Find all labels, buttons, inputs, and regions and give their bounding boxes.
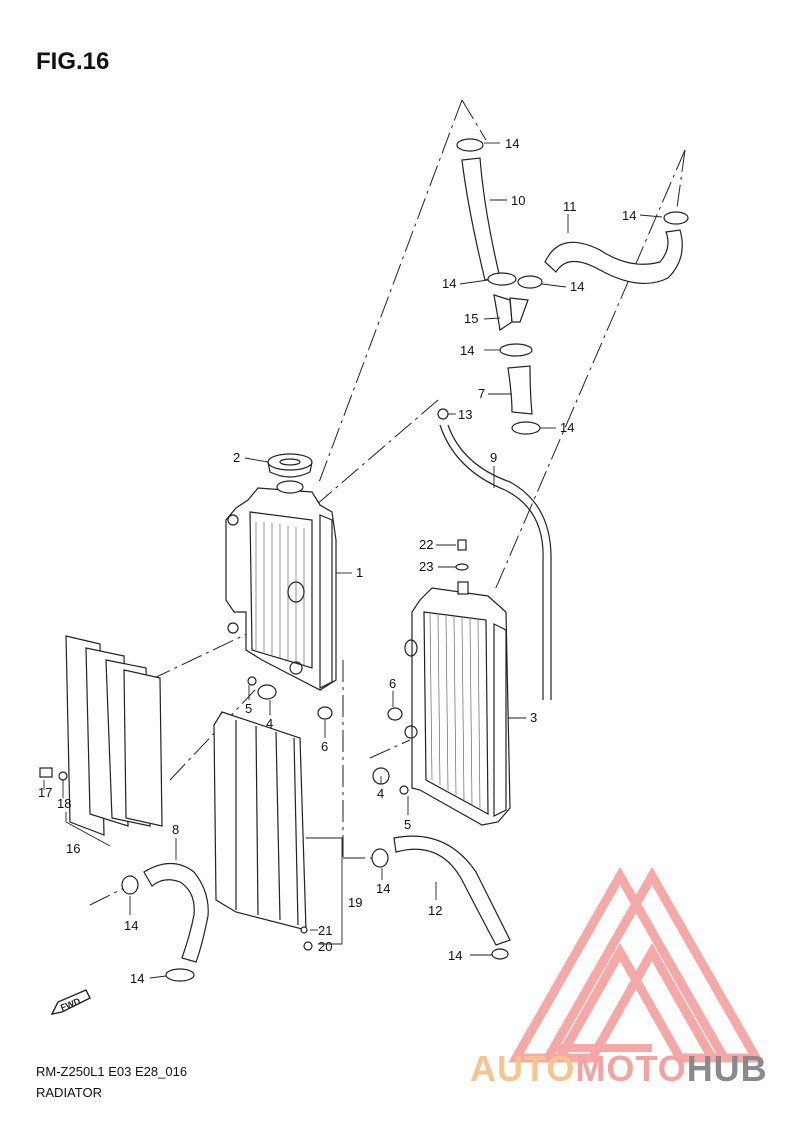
watermark-part-1: AUTO: [470, 1048, 576, 1089]
callout-14: 14: [376, 881, 390, 896]
callout-5: 5: [404, 817, 411, 832]
callout-11: 11: [563, 199, 577, 214]
footer-code: RM-Z250L1 E03 E28_016: [36, 1064, 188, 1079]
callout-2: 2: [233, 450, 240, 465]
fwd-label: FWD: [59, 996, 82, 1013]
callout-8: 8: [172, 822, 179, 837]
callout-12: 12: [428, 903, 442, 918]
callout-10: 10: [511, 193, 525, 208]
callout-5: 5: [245, 701, 252, 716]
hose-12: [393, 835, 511, 946]
callout-22: 22: [419, 537, 433, 552]
radiator-cap: [267, 453, 313, 478]
callout-7: 7: [478, 386, 485, 401]
clip-13: [437, 408, 449, 420]
shroud-16: [65, 635, 163, 836]
hose-8: [143, 862, 209, 963]
callout-14: 14: [130, 971, 144, 986]
callout-6: 6: [389, 676, 396, 691]
assembly-guide-lines: [89, 99, 686, 906]
radiator-right: [404, 581, 511, 826]
callout-6: 6: [321, 739, 328, 754]
callout-labels: 14 10 11 14 14 14 15 14 7 14 13 9 2 1 3 …: [38, 136, 636, 986]
figure-title: FIG.16: [36, 48, 110, 75]
fwd-arrow-icon: FWD: [50, 989, 91, 1015]
callout-14: 14: [560, 420, 574, 435]
callout-14: 14: [124, 918, 138, 933]
hose-10: [461, 157, 501, 281]
callout-3: 3: [530, 710, 537, 725]
callout-19: 19: [348, 895, 362, 910]
watermark-text: AUTOMOTOHUB: [470, 1048, 768, 1090]
callout-leader-lines: [43, 142, 663, 979]
breather-hose-inner: [447, 424, 552, 700]
callout-4: 4: [266, 716, 273, 731]
automotohub-logo: [508, 866, 764, 1063]
hose-7: [507, 365, 533, 415]
callout-18: 18: [57, 796, 71, 811]
callout-14: 14: [570, 279, 584, 294]
callout-9: 9: [490, 450, 497, 465]
callout-14: 14: [442, 276, 456, 291]
hose-clamps: [121, 138, 689, 982]
callout-21: 21: [318, 923, 332, 938]
callout-14: 14: [460, 343, 474, 358]
footer-name: RADIATOR: [36, 1085, 102, 1100]
callout-23: 23: [419, 559, 433, 574]
callout-14: 14: [448, 948, 462, 963]
callout-14: 14: [622, 208, 636, 223]
radiator-left: [225, 480, 337, 691]
callout-16: 16: [66, 841, 80, 856]
breather-hose-outer: [439, 424, 544, 700]
callout-13: 13: [458, 407, 472, 422]
callout-4: 4: [377, 786, 384, 801]
joint-15: [493, 294, 513, 332]
callout-14: 14: [505, 136, 519, 151]
louver-19: [213, 711, 307, 931]
watermark-part-3: HUB: [686, 1048, 768, 1089]
callout-1: 1: [356, 565, 363, 580]
callout-17: 17: [38, 785, 52, 800]
watermark-part-2: MOTO: [575, 1048, 687, 1089]
callout-20: 20: [318, 939, 332, 954]
callout-15: 15: [464, 311, 478, 326]
hose-11: [544, 229, 683, 284]
